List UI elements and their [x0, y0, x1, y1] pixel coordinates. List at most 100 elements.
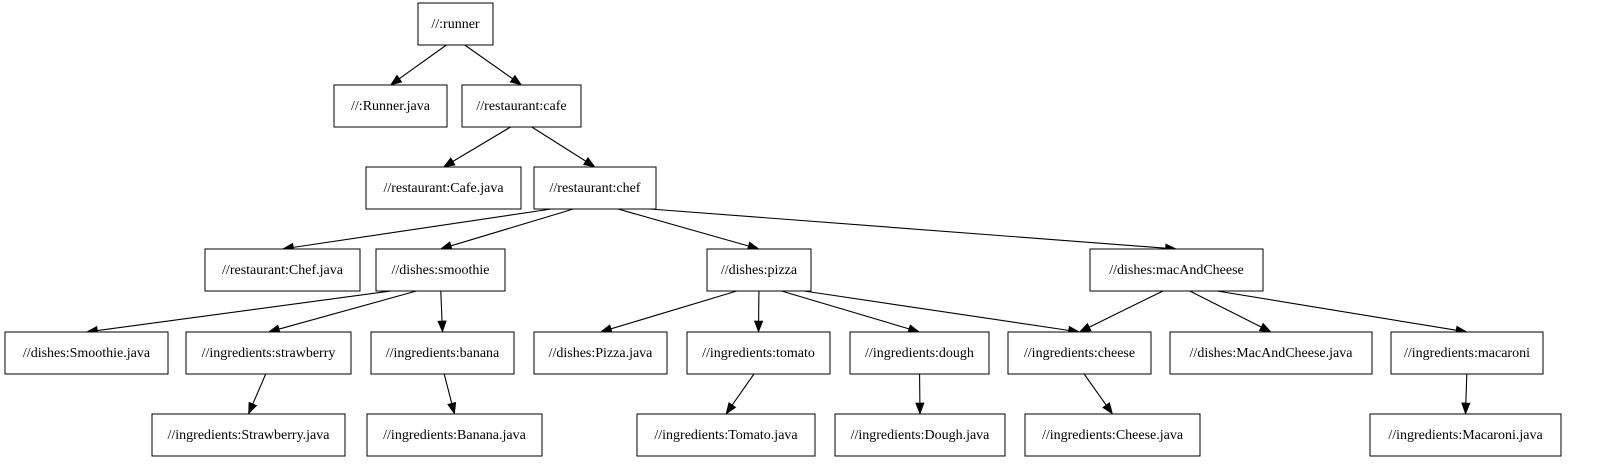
edge-restaurant-cafe-to-restaurant-chef: [531, 126, 586, 162]
node-box[interactable]: [834, 413, 1006, 457]
node-ingredients-banana-java[interactable]: //ingredients:Banana.java: [366, 413, 543, 457]
node-ingredients-macaroni-java[interactable]: //ingredients:Macaroni.java: [1369, 413, 1562, 457]
edge-restaurant-chef-to-dishes-pizza: [617, 208, 749, 247]
node-label: //ingredients:Tomato.java: [654, 428, 798, 443]
node-box[interactable]: [4, 331, 169, 375]
node-ingredients-cheese-java[interactable]: //ingredients:Cheese.java: [1024, 413, 1201, 457]
node-box[interactable]: [533, 331, 668, 375]
node-ingredients-dough-java[interactable]: //ingredients:Dough.java: [834, 413, 1006, 457]
node-box[interactable]: [417, 2, 494, 46]
node-label: //ingredients:Dough.java: [851, 428, 991, 443]
edge-dishes-pizza-to-ingredients-dough: [781, 290, 910, 330]
edge-dishes-smoothie-to-ingredients-banana: [440, 290, 443, 322]
node-label: //restaurant:cafe: [476, 99, 566, 114]
edge-dishes-pizza-to-dishes-pizza-java: [610, 290, 737, 330]
node-restaurant-chef[interactable]: //restaurant:chef: [533, 166, 657, 210]
node-label: //ingredients:strawberry: [202, 346, 336, 361]
edge-ingredients-banana-to-ingredients-banana-java: [443, 373, 453, 404]
edge-restaurant-cafe-to-restaurant-cafe-java: [452, 126, 511, 162]
edge-dishes-macandcheese-to-ingredients-cheese: [1089, 290, 1164, 328]
node-dishes-smoothie-java[interactable]: //dishes:Smoothie.java: [4, 331, 169, 375]
node-box[interactable]: [1007, 331, 1152, 375]
node-label: //ingredients:cheese: [1024, 346, 1135, 361]
node-ingredients-tomato-java[interactable]: //ingredients:Tomato.java: [636, 413, 816, 457]
node-label: //dishes:pizza: [721, 263, 798, 278]
arrowhead-icon: [437, 320, 447, 333]
edge-restaurant-chef-to-restaurant-chef-java: [293, 208, 552, 248]
node-box[interactable]: [151, 413, 346, 457]
node-dishes-macandcheese-java[interactable]: //dishes:MacAndCheese.java: [1169, 331, 1373, 375]
node-restaurant-cafe[interactable]: //restaurant:cafe: [461, 84, 582, 128]
node-label: //restaurant:chef: [550, 181, 641, 196]
edge-restaurant-chef-to-dishes-smoothie: [450, 208, 574, 247]
arrowhead-icon: [442, 157, 456, 168]
arrowhead-icon: [582, 157, 596, 168]
edge-restaurant-chef-to-dishes-macandcheese: [649, 208, 1166, 249]
node-box[interactable]: [185, 331, 352, 375]
node-box[interactable]: [1024, 413, 1201, 457]
node-label: //dishes:macAndCheese: [1109, 263, 1244, 278]
node-dishes-pizza[interactable]: //dishes:pizza: [706, 248, 812, 292]
node-box[interactable]: [366, 413, 543, 457]
arrowhead-icon: [1102, 402, 1113, 415]
arrowhead-icon: [1078, 322, 1092, 333]
edge-ingredients-tomato-to-ingredients-tomato-java: [731, 373, 755, 406]
node-ingredients-macaroni[interactable]: //ingredients:macaroni: [1390, 331, 1544, 375]
node-label: //ingredients:Cheese.java: [1042, 428, 1184, 443]
edge-dishes-smoothie-to-ingredients-strawberry: [278, 290, 417, 330]
node-box[interactable]: [375, 248, 506, 292]
arrowhead-icon: [248, 401, 258, 415]
arrowhead-icon: [1258, 322, 1272, 333]
node-label: //ingredients:macaroni: [1404, 346, 1530, 361]
node-label: //:runner: [431, 17, 480, 32]
node-ingredients-strawberry-java[interactable]: //ingredients:Strawberry.java: [151, 413, 346, 457]
edge-runner-to-runner-java: [399, 44, 447, 80]
arrowhead-icon: [753, 320, 764, 333]
node-box[interactable]: [533, 166, 657, 210]
edge-dishes-smoothie-to-dishes-smoothie-java: [97, 290, 392, 332]
node-box[interactable]: [365, 166, 522, 210]
edge-ingredients-strawberry-to-ingredients-strawberry-java: [252, 373, 267, 405]
edge-dishes-pizza-to-ingredients-cheese: [803, 290, 1069, 331]
node-label: //ingredients:Macaroni.java: [1388, 428, 1543, 443]
node-box[interactable]: [461, 84, 582, 128]
node-ingredients-cheese[interactable]: //ingredients:cheese: [1007, 331, 1152, 375]
node-ingredients-dough[interactable]: //ingredients:dough: [849, 331, 990, 375]
node-box[interactable]: [1089, 248, 1264, 292]
node-ingredients-strawberry[interactable]: //ingredients:strawberry: [185, 331, 352, 375]
arrowhead-icon: [447, 401, 457, 415]
node-box[interactable]: [706, 248, 812, 292]
node-box[interactable]: [333, 84, 448, 128]
node-dishes-macandcheese[interactable]: //dishes:macAndCheese: [1089, 248, 1264, 292]
node-box[interactable]: [849, 331, 990, 375]
node-ingredients-banana[interactable]: //ingredients:banana: [370, 331, 515, 375]
node-box[interactable]: [636, 413, 816, 457]
edge-dishes-macandcheese-to-ingredients-macaroni: [1217, 290, 1457, 331]
node-restaurant-chef-java[interactable]: //restaurant:Chef.java: [204, 248, 361, 292]
edge-ingredients-macaroni-to-ingredients-macaroni-java: [1465, 373, 1468, 404]
node-label: //dishes:Pizza.java: [549, 346, 654, 361]
node-box[interactable]: [1390, 331, 1544, 375]
node-box[interactable]: [370, 331, 515, 375]
node-dishes-smoothie[interactable]: //dishes:smoothie: [375, 248, 506, 292]
arrowhead-icon: [389, 74, 403, 86]
node-box[interactable]: [686, 331, 831, 375]
node-box[interactable]: [1169, 331, 1373, 375]
node-runner-java[interactable]: //:Runner.java: [333, 84, 448, 128]
node-ingredients-tomato[interactable]: //ingredients:tomato: [686, 331, 831, 375]
node-box[interactable]: [1369, 413, 1562, 457]
node-box[interactable]: [204, 248, 361, 292]
arrowhead-icon: [725, 402, 737, 415]
nodes-layer: //:runner //:Runner.java //restaurant:cafe…: [4, 2, 1562, 457]
node-label: //ingredients:Banana.java: [383, 428, 526, 443]
node-label: //ingredients:Strawberry.java: [168, 428, 331, 443]
node-label: //dishes:Smoothie.java: [23, 346, 151, 361]
node-runner[interactable]: //:runner: [417, 2, 494, 46]
node-dishes-pizza-java[interactable]: //dishes:Pizza.java: [533, 331, 668, 375]
node-restaurant-cafe-java[interactable]: //restaurant:Cafe.java: [365, 166, 522, 210]
node-label: //restaurant:Chef.java: [222, 263, 344, 278]
arrowhead-icon: [1461, 402, 1471, 415]
node-label: //:Runner.java: [351, 99, 431, 114]
